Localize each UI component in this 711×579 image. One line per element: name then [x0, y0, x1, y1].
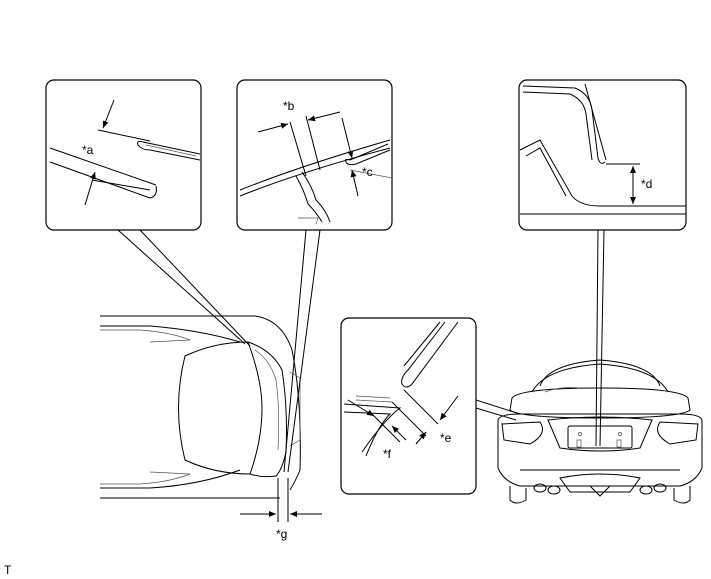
- callout-line-e: [475, 399, 521, 421]
- corner-mark: T: [4, 563, 12, 577]
- detail-box-ef: *e *f: [340, 317, 477, 495]
- label-c: *c: [362, 165, 373, 179]
- label-a: *a: [82, 143, 94, 157]
- label-g: *g: [276, 527, 287, 541]
- detail-box-d: *d: [518, 79, 687, 231]
- car-rear-view: [497, 359, 703, 504]
- callout-lines-front: [117, 229, 321, 473]
- label-e: *e: [440, 431, 452, 445]
- label-d: *d: [641, 177, 652, 191]
- label-f: *f: [383, 447, 392, 461]
- callout-lines-rear: [595, 229, 605, 447]
- label-b: *b: [283, 99, 295, 113]
- detail-box-a: *a: [45, 79, 202, 231]
- detail-box-b: *b *c: [236, 79, 393, 231]
- car-front-view: *g: [100, 315, 322, 541]
